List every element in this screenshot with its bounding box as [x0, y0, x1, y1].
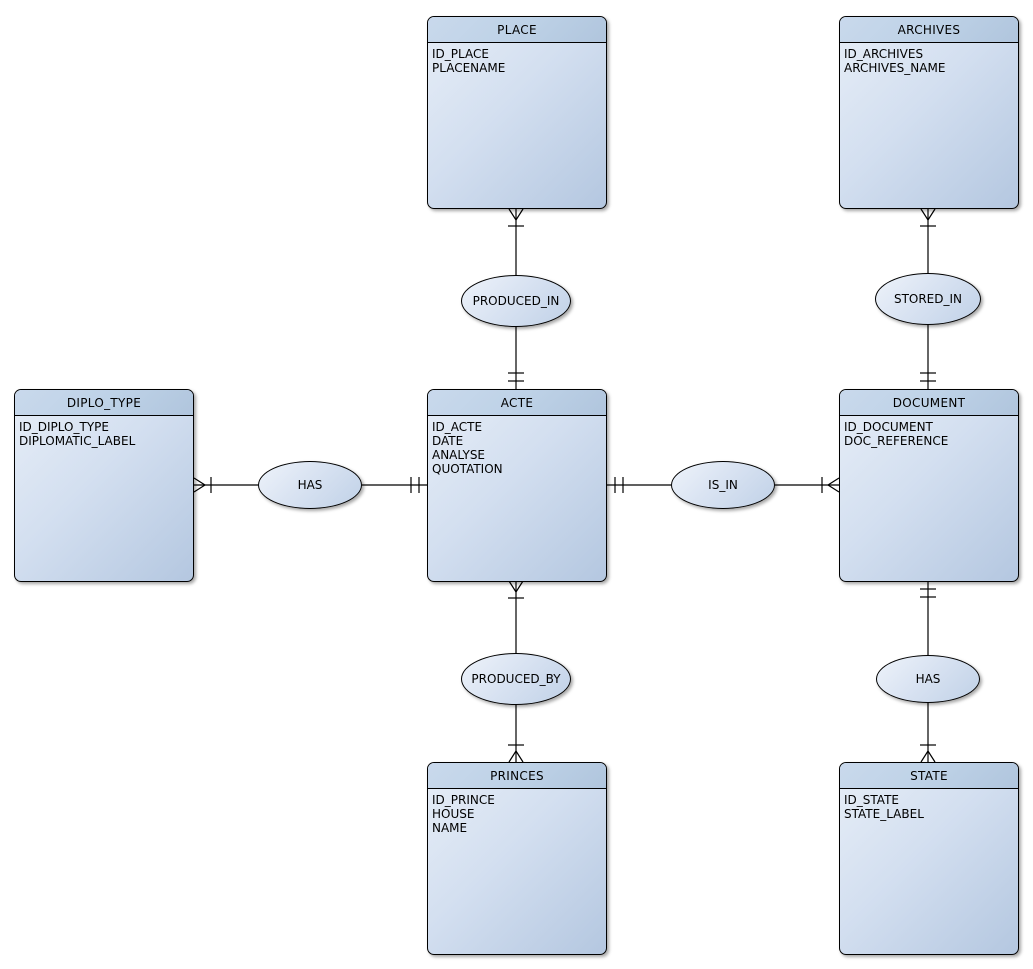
attribute: STATE_LABEL [844, 807, 924, 821]
relationship-produced-in[interactable]: PRODUCED_IN [461, 275, 571, 327]
attribute: DATE [432, 434, 464, 448]
attribute: ID_ACTE [432, 420, 483, 434]
attribute: ID_ARCHIVES [844, 47, 924, 61]
relationship-label: PRODUCED_BY [471, 672, 561, 686]
connector-archives-stored-in [920, 208, 936, 389]
relationship-produced-by[interactable]: PRODUCED_BY [461, 653, 571, 705]
entity-archives[interactable]: ARCHIVES ID_ARCHIVES ARCHIVES_NAME [839, 16, 1019, 209]
attribute: DIPLOMATIC_LABEL [19, 434, 136, 448]
entity-archives-attributes: ID_ARCHIVES ARCHIVES_NAME [840, 43, 1018, 75]
entity-diplo-type-title: DIPLO_TYPE [15, 390, 193, 416]
relationship-has-state[interactable]: HAS [876, 655, 980, 703]
attribute: DOC_REFERENCE [844, 434, 949, 448]
connector-acte-produced-by [508, 580, 524, 763]
relationship-label: HAS [915, 672, 941, 686]
entity-document[interactable]: DOCUMENT ID_DOCUMENT DOC_REFERENCE [839, 389, 1019, 582]
entity-state[interactable]: STATE ID_STATE STATE_LABEL [839, 762, 1019, 955]
connector-diplo-type-has [193, 477, 427, 493]
attribute: ID_DIPLO_TYPE [19, 420, 109, 434]
entity-acte-attributes: ID_ACTE DATE ANALYSE QUOTATION [428, 416, 606, 476]
entity-princes[interactable]: PRINCES ID_PRINCE HOUSE NAME [427, 762, 607, 955]
relationship-label: IS_IN [708, 478, 738, 492]
attribute: ID_STATE [844, 793, 899, 807]
relationship-label: STORED_IN [893, 292, 963, 306]
relationship-stored-in[interactable]: STORED_IN [875, 273, 981, 325]
connector-document-has [920, 581, 936, 763]
entity-princes-title: PRINCES [428, 763, 606, 789]
relationship-is-in[interactable]: IS_IN [671, 461, 775, 509]
connector-acte-is-in [607, 477, 840, 493]
relationship-has-diplo-type[interactable]: HAS [258, 461, 362, 509]
attribute: ANALYSE [432, 448, 486, 462]
entity-state-title: STATE [840, 763, 1018, 789]
entity-place-attributes: ID_PLACE PLACENAME [428, 43, 606, 75]
entity-state-attributes: ID_STATE STATE_LABEL [840, 789, 1018, 821]
attribute: NAME [432, 821, 468, 835]
attribute: ID_DOCUMENT [844, 420, 933, 434]
entity-place-title: PLACE [428, 17, 606, 43]
entity-princes-attributes: ID_PRINCE HOUSE NAME [428, 789, 606, 835]
attribute: ARCHIVES_NAME [844, 61, 946, 75]
attribute: QUOTATION [432, 462, 503, 476]
entity-archives-title: ARCHIVES [840, 17, 1018, 43]
entity-document-attributes: ID_DOCUMENT DOC_REFERENCE [840, 416, 1018, 448]
entity-diplo-type[interactable]: DIPLO_TYPE ID_DIPLO_TYPE DIPLOMATIC_LABE… [14, 389, 194, 582]
attribute: ID_PRINCE [432, 793, 495, 807]
entity-diplo-type-attributes: ID_DIPLO_TYPE DIPLOMATIC_LABEL [15, 416, 193, 448]
relationship-label: PRODUCED_IN [472, 294, 560, 308]
entity-place[interactable]: PLACE ID_PLACE PLACENAME [427, 16, 607, 209]
connector-place-produced-in [508, 208, 524, 389]
entity-document-title: DOCUMENT [840, 390, 1018, 416]
entity-acte-title: ACTE [428, 390, 606, 416]
entity-acte[interactable]: ACTE ID_ACTE DATE ANALYSE QUOTATION [427, 389, 607, 582]
attribute: PLACENAME [432, 61, 506, 75]
attribute: ID_PLACE [432, 47, 489, 61]
attribute: HOUSE [432, 807, 475, 821]
relationship-label: HAS [297, 478, 323, 492]
